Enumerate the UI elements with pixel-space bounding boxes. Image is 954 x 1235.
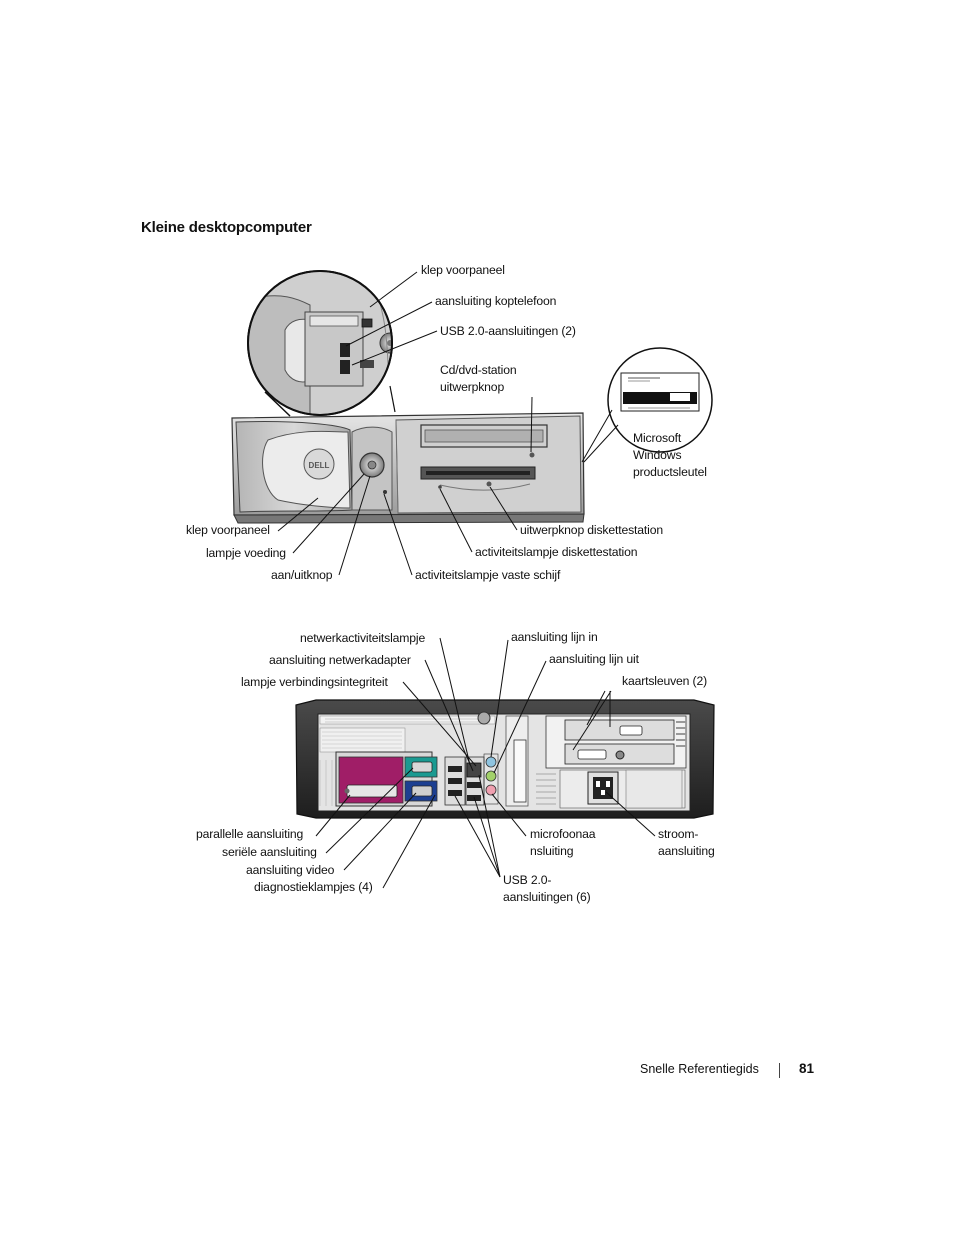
label-lijn-uit: aansluiting lijn uit bbox=[549, 652, 639, 666]
usb-back-port bbox=[467, 782, 481, 788]
label-uitwerpknop-diskette: uitwerpknop diskettestation bbox=[520, 523, 663, 537]
cd-eject-button-icon bbox=[529, 452, 535, 458]
label-netwerkactiviteit: netwerkactiviteitslampje bbox=[300, 631, 426, 645]
label-parallel: parallelle aansluiting bbox=[196, 827, 304, 841]
floppy-eject-button-icon bbox=[486, 481, 492, 487]
label-windows-line1: Microsoft bbox=[633, 431, 682, 445]
label-windows-product-key: Microsoft Windows productsleutel bbox=[633, 430, 707, 481]
card-slot-1 bbox=[564, 719, 675, 741]
label-stroom-line2: aansluiting bbox=[658, 844, 715, 858]
label-microfoon-line1: microfoonaa bbox=[530, 827, 596, 841]
label-diagnostiek: diagnostieklampjes (4) bbox=[254, 880, 373, 894]
label-lampje-voeding: lampje voeding bbox=[206, 546, 286, 560]
line-in-jack bbox=[485, 756, 497, 768]
label-stroom: stroom- aansluiting bbox=[658, 826, 715, 860]
label-usb-back: USB 2.0- aansluitingen (6) bbox=[503, 872, 591, 906]
zoom-usb-port-2 bbox=[340, 360, 350, 374]
label-windows-line2: Windows bbox=[633, 448, 682, 462]
front-panel-zoom bbox=[247, 270, 396, 417]
label-stroom-line1: stroom- bbox=[658, 827, 699, 841]
front-case: DELL bbox=[231, 412, 585, 524]
label-lijn-in: aansluiting lijn in bbox=[511, 630, 598, 644]
label-cd-dvd-eject: Cd/dvd-station uitwerpknop bbox=[440, 362, 517, 396]
label-cd-dvd-line1: Cd/dvd-station bbox=[440, 363, 517, 377]
label-usb-front: USB 2.0-aansluitingen (2) bbox=[440, 324, 576, 338]
label-microfoon: microfoonaa nsluiting bbox=[530, 826, 596, 860]
usb-back-port bbox=[448, 766, 462, 772]
back-leader-lines bbox=[315, 637, 656, 889]
label-usb-back-line2: aansluitingen (6) bbox=[503, 890, 591, 904]
network-port bbox=[466, 762, 482, 778]
zoom-usb-port-1 bbox=[340, 343, 350, 357]
label-activiteit-schijf: activiteitslampje vaste schijf bbox=[415, 568, 561, 582]
floppy-activity-light-icon bbox=[438, 485, 442, 489]
page-heading: Kleine desktopcomputer bbox=[141, 219, 312, 236]
label-usb-back-line1: USB 2.0- bbox=[503, 873, 552, 887]
label-aansluiting-koptelefoon: aansluiting koptelefoon bbox=[435, 294, 557, 308]
page-number: 81 bbox=[799, 1061, 815, 1076]
microphone-jack bbox=[485, 784, 497, 796]
product-key-zoom bbox=[581, 347, 713, 463]
label-kaartsleuven: kaartsleuven (2) bbox=[622, 674, 707, 688]
label-microfoon-line2: nsluiting bbox=[530, 844, 574, 858]
hdd-activity-light-icon bbox=[383, 490, 387, 494]
footer-title: Snelle Referentiegids bbox=[640, 1062, 759, 1076]
dell-logo: DELL bbox=[309, 461, 330, 470]
back-case bbox=[295, 699, 715, 819]
label-aan-uitknop: aan/uitknop bbox=[271, 568, 333, 582]
label-cd-dvd-line2: uitwerpknop bbox=[440, 380, 505, 394]
label-klep-voorpaneel-top: klep voorpaneel bbox=[421, 263, 505, 277]
front-leader-lines bbox=[277, 271, 533, 576]
label-windows-line3: productsleutel bbox=[633, 465, 707, 479]
label-activiteit-diskette: activiteitslampje diskettestation bbox=[475, 545, 638, 559]
label-video: aansluiting video bbox=[246, 863, 335, 877]
usb-back-port bbox=[448, 790, 462, 796]
label-serieel: seriële aansluiting bbox=[222, 845, 317, 859]
label-netwerkadapter: aansluiting netwerkadapter bbox=[269, 653, 411, 667]
usb-back-port bbox=[448, 778, 462, 784]
footer-separator bbox=[779, 1063, 780, 1078]
zoom-headphone-jack bbox=[361, 318, 373, 328]
label-klep-voorpaneel-left: klep voorpaneel bbox=[186, 523, 270, 537]
line-out-jack bbox=[485, 770, 497, 782]
label-verbindingsintegriteit: lampje verbindingsintegriteit bbox=[241, 675, 388, 689]
